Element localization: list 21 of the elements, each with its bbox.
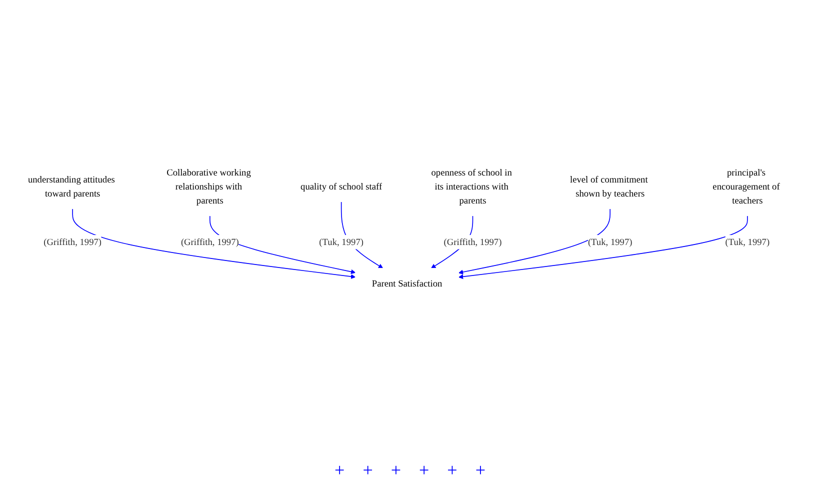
edge-label: (Griffith, 1997) — [180, 236, 239, 247]
node-text: level of commitment shown by teachers — [570, 174, 648, 198]
arrow — [458, 214, 748, 279]
node-text: Collaborative working relationships with parents — [166, 166, 251, 206]
polarity-sign: + — [419, 460, 430, 480]
polarity-sign: + — [362, 460, 373, 480]
node-text: principal's encouragement of teachers — [712, 166, 780, 206]
node-text: understanding attitudes toward parents — [28, 174, 115, 198]
edge-label: (Griffith, 1997) — [44, 236, 102, 247]
edge-label: (Tuk, 1997) — [588, 236, 632, 247]
edge-label: (Tuk, 1997) — [319, 236, 364, 247]
node-text: Parent Satisfaction — [372, 278, 442, 288]
polarity-sign: + — [447, 460, 458, 480]
polarity-sign: + — [334, 460, 345, 480]
arrow — [458, 208, 610, 274]
edge-label: (Tuk, 1997) — [725, 236, 770, 247]
edge-label: (Griffith, 1997) — [444, 236, 502, 247]
node-text: openness of school in its interactions with parents — [431, 166, 512, 206]
node-text: quality of school staff — [300, 180, 382, 192]
polarity-sign: + — [390, 460, 401, 480]
polarity-sign: + — [475, 460, 486, 480]
